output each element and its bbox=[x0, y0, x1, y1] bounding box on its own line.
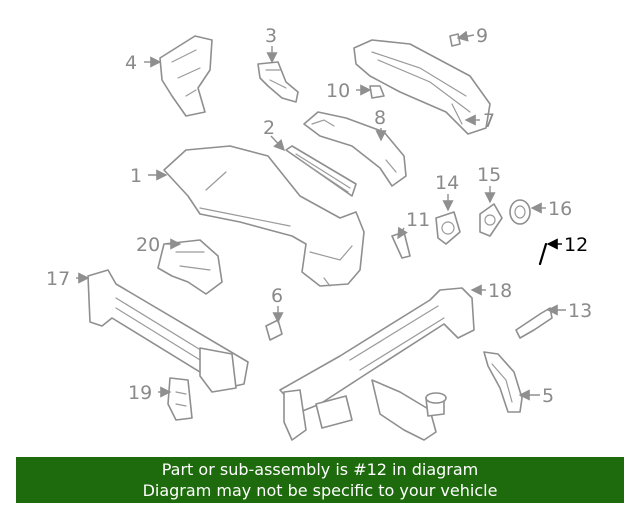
part-9-clip bbox=[449, 33, 461, 47]
part-10-clip bbox=[369, 85, 385, 99]
part-17-bumper-beam bbox=[87, 269, 249, 393]
part-12-highlighted bbox=[538, 242, 548, 266]
part-info-banner: Part or sub-assembly is #12 in diagram D… bbox=[16, 457, 624, 503]
part-14-cover bbox=[435, 211, 461, 245]
callout-label-13: 13 bbox=[568, 300, 592, 322]
callout-label-20: 20 bbox=[136, 234, 160, 256]
callout-labels: 1 2 3 4 5 6 7 8 9 10 11 12 13 14 15 16 1… bbox=[46, 25, 592, 407]
banner-line-disclaimer: Diagram may not be specific to your vehi… bbox=[142, 481, 498, 500]
callout-label-5: 5 bbox=[542, 385, 554, 407]
callout-label-14: 14 bbox=[435, 172, 459, 194]
part-1-bumper-cover bbox=[163, 145, 365, 287]
callout-label-7: 7 bbox=[483, 110, 495, 132]
part-15-cover bbox=[479, 203, 503, 237]
part-11-clip bbox=[391, 231, 411, 259]
part-7-diffuser bbox=[353, 39, 491, 135]
callout-label-2: 2 bbox=[263, 117, 275, 139]
part-16-grommet bbox=[509, 199, 531, 225]
callout-label-11: 11 bbox=[406, 209, 430, 231]
part-8-trim bbox=[303, 111, 407, 187]
part-2-grille bbox=[285, 145, 357, 197]
callout-label-17: 17 bbox=[46, 268, 70, 290]
part-20-bracket bbox=[157, 239, 223, 295]
callout-label-3: 3 bbox=[265, 25, 277, 47]
callout-label-4: 4 bbox=[125, 52, 137, 74]
callout-label-1: 1 bbox=[130, 165, 142, 187]
banner-line-part: Part or sub-assembly is #12 in diagram bbox=[161, 460, 479, 479]
callout-label-15: 15 bbox=[477, 164, 501, 186]
callout-label-9: 9 bbox=[476, 25, 488, 47]
part-18-tow-hitch bbox=[279, 287, 475, 441]
callout-label-19: 19 bbox=[128, 382, 152, 404]
part-6-clip bbox=[265, 319, 283, 341]
part-5-liner bbox=[483, 351, 523, 413]
part-4-bracket bbox=[159, 35, 213, 117]
part-3-bracket bbox=[257, 61, 299, 103]
part-19-bracket bbox=[167, 377, 193, 421]
callout-label-12: 12 bbox=[564, 234, 588, 256]
callout-label-8: 8 bbox=[374, 107, 386, 129]
callout-label-18: 18 bbox=[488, 280, 512, 302]
callout-label-10: 10 bbox=[326, 80, 350, 102]
callout-lines bbox=[76, 30, 566, 401]
callout-label-16: 16 bbox=[548, 198, 572, 220]
callout-label-6: 6 bbox=[271, 285, 283, 307]
parts-diagram: 1 2 3 4 5 6 7 8 9 10 11 12 13 14 15 16 1… bbox=[46, 25, 592, 441]
part-13-trim bbox=[515, 307, 553, 339]
